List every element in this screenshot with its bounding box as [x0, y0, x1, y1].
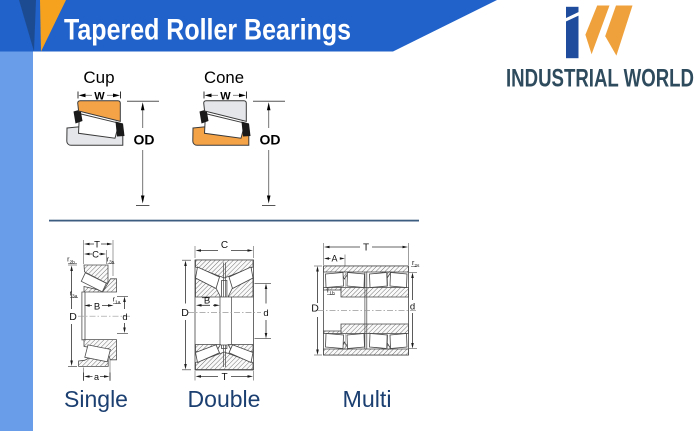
svg-text:a: a: [94, 372, 99, 382]
svg-text:d: d: [263, 308, 268, 319]
svg-text:B: B: [94, 301, 100, 312]
svg-text:r2s: r2s: [412, 260, 420, 269]
svg-text:Cup: Cup: [83, 68, 114, 87]
svg-text:Tapered Roller Bearings: Tapered Roller Bearings: [64, 14, 351, 47]
svg-text:OD: OD: [260, 132, 281, 148]
svg-text:Single: Single: [64, 386, 128, 412]
svg-text:D: D: [311, 303, 319, 315]
svg-text:D: D: [69, 311, 77, 323]
svg-text:r1b: r1b: [327, 288, 335, 297]
svg-text:B: B: [204, 296, 210, 307]
svg-text:r1a: r1a: [113, 297, 121, 306]
svg-text:C: C: [221, 240, 228, 251]
svg-text:r2b: r2b: [67, 257, 75, 266]
svg-text:D: D: [181, 307, 189, 319]
svg-text:r3s: r3s: [107, 257, 115, 266]
svg-text:T: T: [363, 242, 369, 253]
svg-text:OD: OD: [134, 132, 155, 148]
svg-text:C: C: [92, 249, 99, 260]
svg-text:W: W: [94, 91, 105, 103]
svg-text:Double: Double: [188, 386, 261, 412]
svg-text:d: d: [122, 312, 127, 323]
svg-text:r3a: r3a: [70, 291, 78, 300]
svg-text:W: W: [220, 91, 231, 103]
svg-text:d: d: [410, 302, 415, 313]
svg-text:Multi: Multi: [343, 386, 392, 412]
svg-text:A: A: [331, 254, 337, 264]
svg-text:T: T: [94, 239, 100, 250]
svg-text:T: T: [221, 372, 227, 383]
svg-text:Cone: Cone: [204, 68, 244, 87]
svg-text:INDUSTRIAL WORLD: INDUSTRIAL WORLD: [506, 65, 694, 93]
